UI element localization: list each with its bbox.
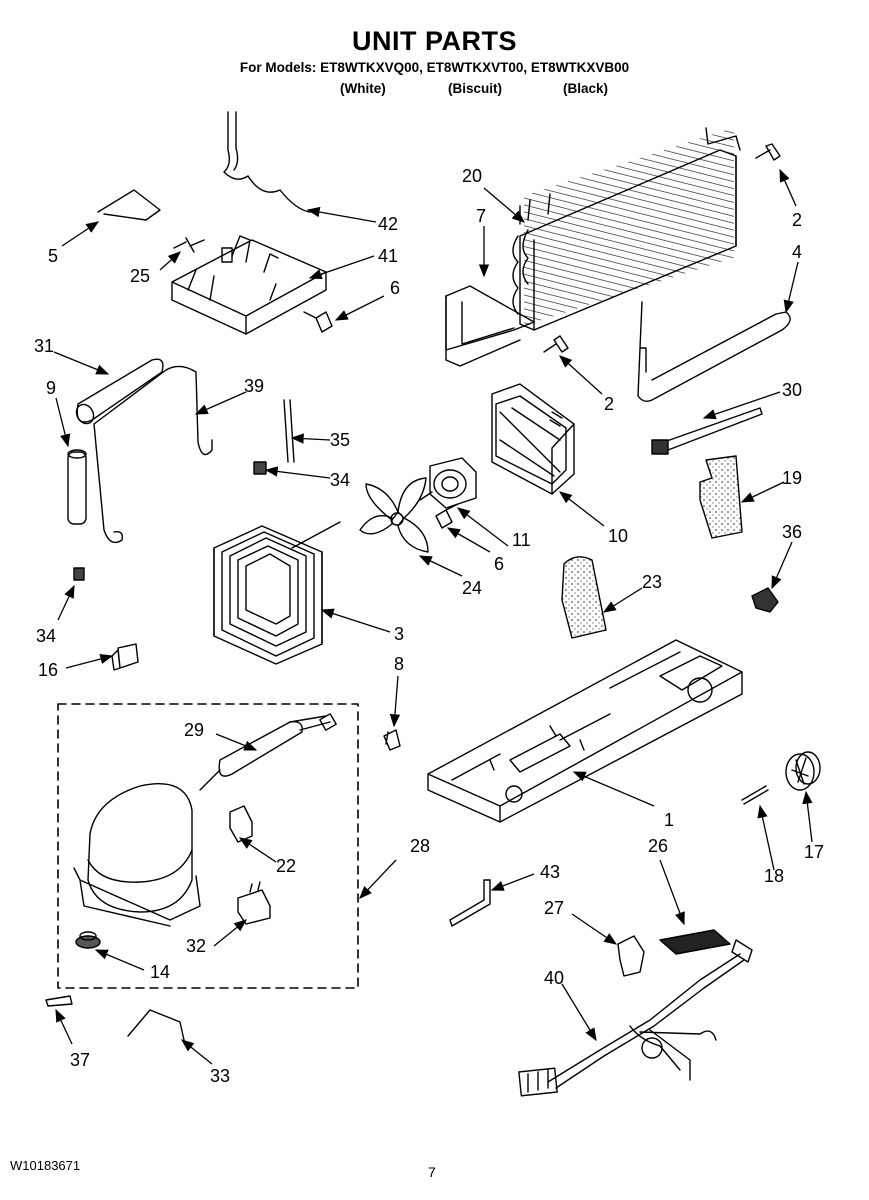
callout-7: 7 <box>476 206 486 226</box>
callout-8: 8 <box>394 654 404 674</box>
part-29-drier <box>199 713 337 791</box>
callout-30: 30 <box>782 380 802 400</box>
callout-18: 18 <box>764 866 784 886</box>
part-26-label <box>659 929 731 955</box>
callout-35: 35 <box>330 430 350 450</box>
callout-2-right: 2 <box>792 210 802 230</box>
callout-16: 16 <box>38 660 58 680</box>
part-43-tube <box>449 879 491 927</box>
callout-27: 27 <box>544 898 564 918</box>
page-title: UNIT PARTS <box>352 26 517 56</box>
callout-3: 3 <box>394 624 404 644</box>
part-1-base-plate <box>427 639 743 823</box>
callout-25: 25 <box>130 266 150 286</box>
callout-2-lower: 2 <box>604 394 614 414</box>
callout-29: 29 <box>184 720 204 740</box>
callout-36: 36 <box>782 522 802 542</box>
part-30-probe <box>651 407 763 455</box>
callout-23: 23 <box>642 572 662 592</box>
callout-24: 24 <box>462 578 482 598</box>
part-31-tube <box>75 358 164 425</box>
part-42-tube <box>223 111 311 213</box>
part-3-condenser <box>213 521 341 665</box>
part-6-screw-b <box>435 503 459 529</box>
callout-31: 31 <box>34 336 54 356</box>
callout-33: 33 <box>210 1066 230 1086</box>
callout-19: 19 <box>782 468 802 488</box>
callout-37: 37 <box>70 1050 90 1070</box>
callout-5: 5 <box>48 246 58 266</box>
callout-34-lower: 34 <box>36 626 56 646</box>
callout-22: 22 <box>276 856 296 876</box>
callout-20: 20 <box>462 166 482 186</box>
part-compressor <box>73 783 201 927</box>
part-8-spring <box>383 729 401 751</box>
part-7-evaporator <box>445 127 741 367</box>
part-34-clip-b <box>73 567 85 581</box>
part-14-grommet <box>75 931 101 949</box>
part-25-screw <box>173 237 205 253</box>
callout-26: 26 <box>648 836 668 856</box>
part-18-pin <box>741 785 769 805</box>
models-line: For Models: ET8WTKXVQ00, ET8WTKXVT00, ET… <box>239 60 630 75</box>
callout-34-upper: 34 <box>330 470 350 490</box>
callout-39: 39 <box>244 376 264 396</box>
callout-28: 28 <box>410 836 430 856</box>
part-41-control-box <box>171 235 327 335</box>
callout-43: 43 <box>540 862 560 882</box>
part-4-heater <box>637 301 791 403</box>
variant-biscuit: (Biscuit) <box>448 81 502 96</box>
part-19-insulation <box>699 455 743 539</box>
part-5-clip <box>97 189 161 221</box>
part-6-screw-a <box>303 311 333 333</box>
callout-6-upper: 6 <box>390 278 400 298</box>
callout-40: 40 <box>544 968 564 988</box>
part-27-bracket <box>617 935 645 977</box>
part-33-wire <box>127 1009 185 1041</box>
part-28-group-boundary <box>57 703 359 989</box>
callout-6-lower: 6 <box>494 554 504 574</box>
part-17-fan-wheel <box>785 751 821 791</box>
part-40-wire-harness <box>518 939 753 1097</box>
part-37-clip <box>45 995 73 1007</box>
callout-9: 9 <box>46 378 56 398</box>
part-24-fan-blade <box>359 477 429 553</box>
part-10-shroud <box>491 383 575 495</box>
callout-42: 42 <box>378 214 398 234</box>
callout-17: 17 <box>804 842 824 862</box>
part-22-relay <box>229 805 253 843</box>
variant-black: (Black) <box>563 81 609 96</box>
callout-14: 14 <box>150 962 170 982</box>
part-36-clip <box>751 587 779 613</box>
part-34-clip-a <box>253 461 267 475</box>
part-2-screw-a <box>755 143 781 161</box>
part-32-capacitor <box>237 881 271 925</box>
part-2-screw-b <box>543 335 569 353</box>
callout-41: 41 <box>378 246 398 266</box>
callout-10: 10 <box>608 526 628 546</box>
part-11-fan-motor <box>419 457 477 509</box>
callout-4: 4 <box>792 242 802 262</box>
part-35-rod <box>283 399 295 463</box>
part-16-clamp <box>111 643 139 671</box>
document-number: W10183671 <box>10 1158 81 1173</box>
callout-1: 1 <box>664 810 674 830</box>
callout-32: 32 <box>186 936 206 956</box>
callout-11: 11 <box>512 530 531 550</box>
part-23-insulation <box>561 556 607 639</box>
part-9-sleeve <box>67 449 87 525</box>
page-number: 7 <box>428 1164 436 1180</box>
part-39-tube <box>93 365 213 544</box>
variant-white: (White) <box>340 81 386 96</box>
